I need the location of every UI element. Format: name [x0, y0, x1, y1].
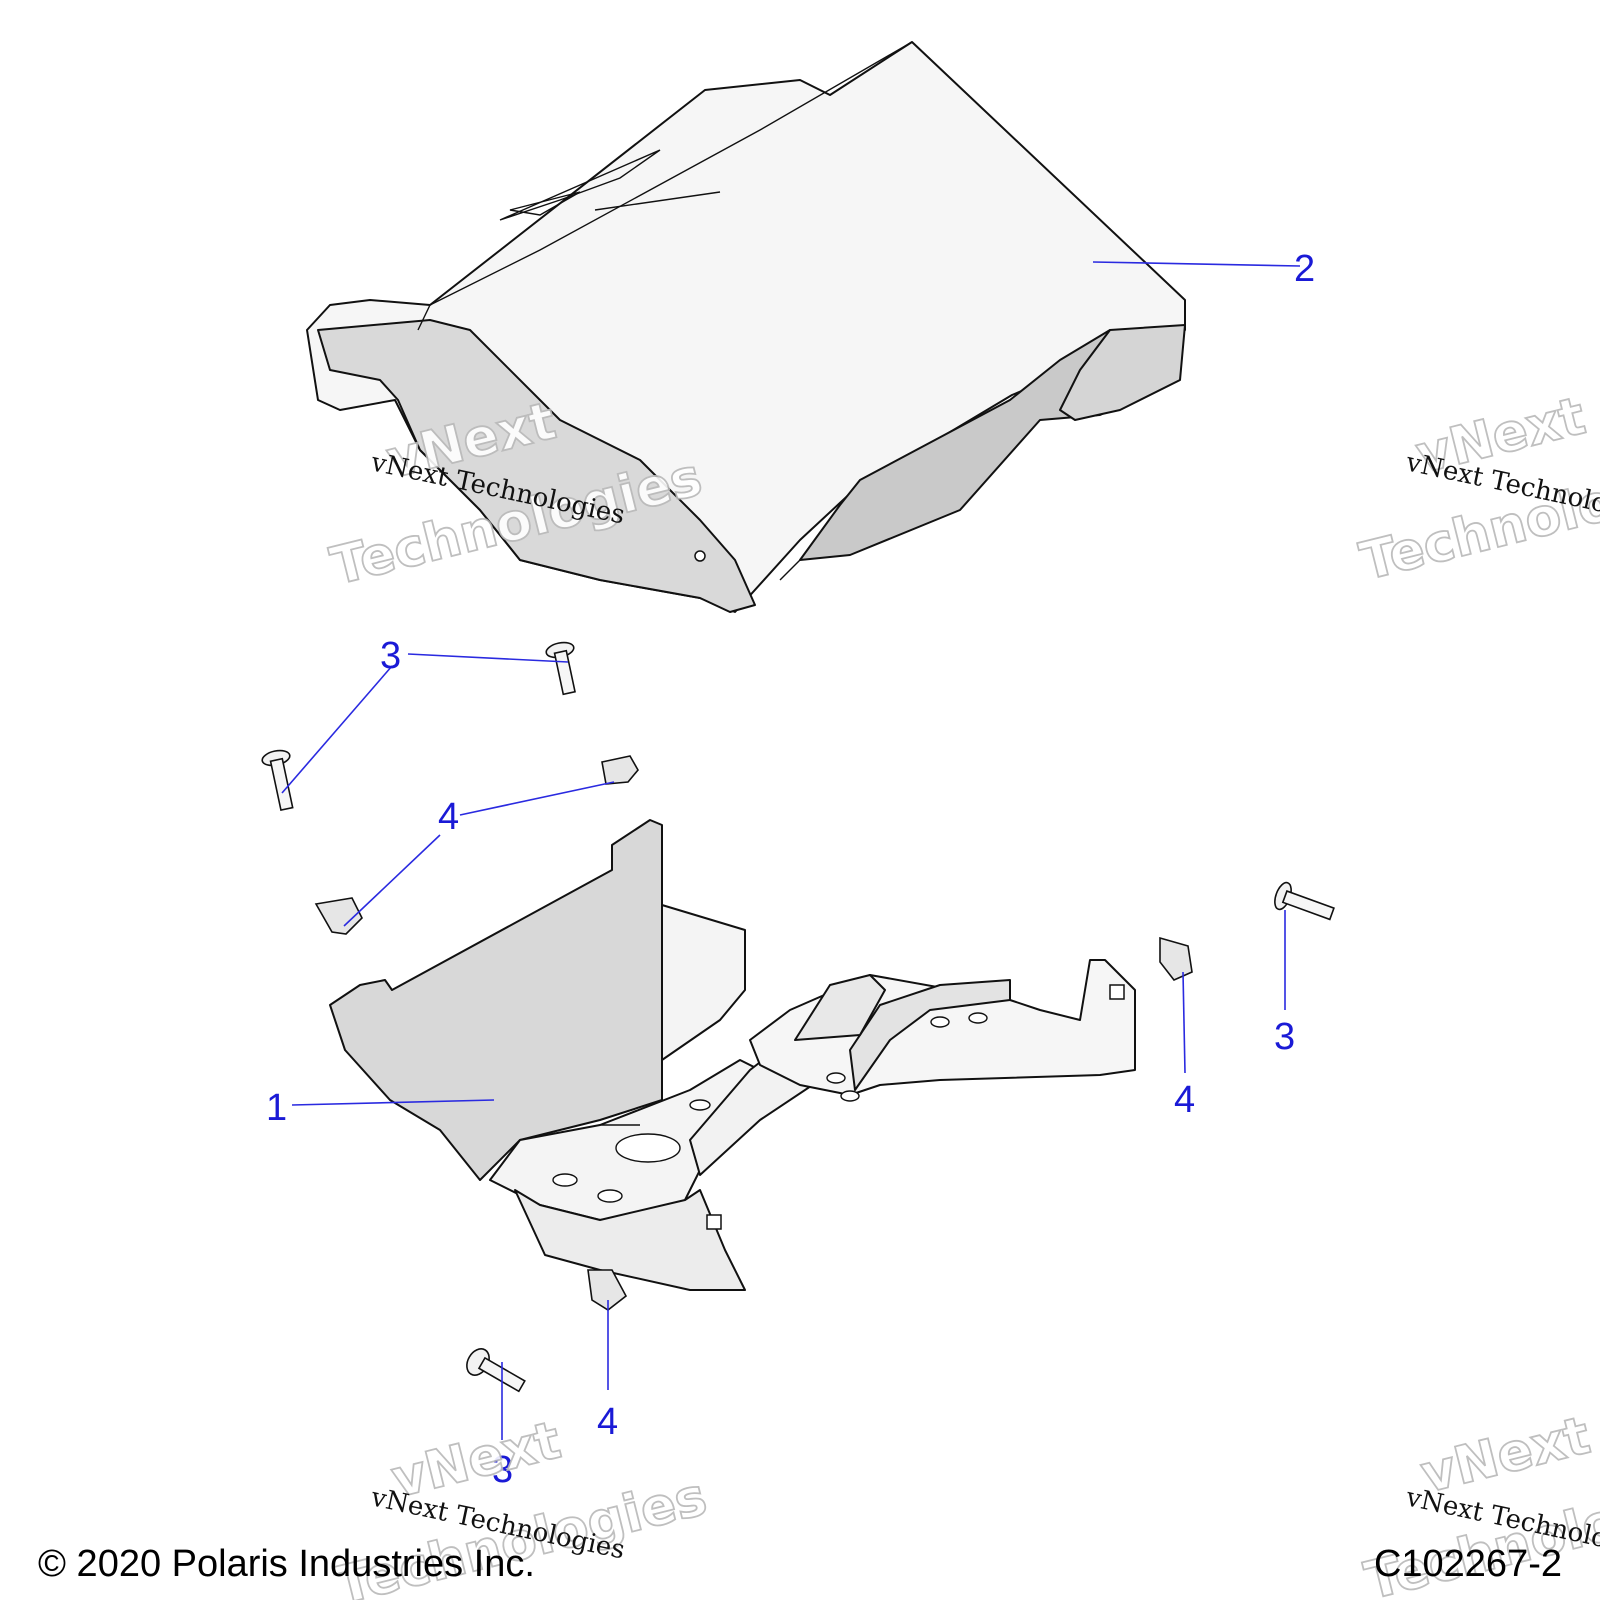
callout-nut-c: 4 — [597, 1401, 618, 1443]
callout-screw-b: 3 — [1274, 1016, 1295, 1058]
screw-right — [1274, 881, 1335, 921]
clip-right — [1159, 936, 1193, 981]
screw-top-center — [545, 641, 576, 696]
clip-bottom — [587, 1269, 628, 1311]
copyright-notice: © 2020 Polaris Industries Inc. — [38, 1543, 535, 1585]
cover-part-2 — [306, 41, 1186, 613]
callout-nut-a: 4 — [438, 796, 459, 838]
callout-screw-a: 3 — [380, 635, 401, 677]
clip-top-right — [601, 755, 639, 785]
figure-id: C102267-2 — [1373, 1543, 1562, 1585]
bracket-part-1 — [329, 819, 1136, 1291]
callout-screw-c: 3 — [492, 1449, 513, 1491]
callout-part-2: 2 — [1294, 248, 1315, 290]
clip-left — [314, 897, 363, 935]
screw-bottom — [466, 1348, 526, 1393]
callout-nut-b: 4 — [1174, 1079, 1195, 1121]
callout-part-1: 1 — [266, 1087, 287, 1129]
leader-lines — [281, 261, 1301, 1440]
screw-top-left — [261, 749, 294, 812]
